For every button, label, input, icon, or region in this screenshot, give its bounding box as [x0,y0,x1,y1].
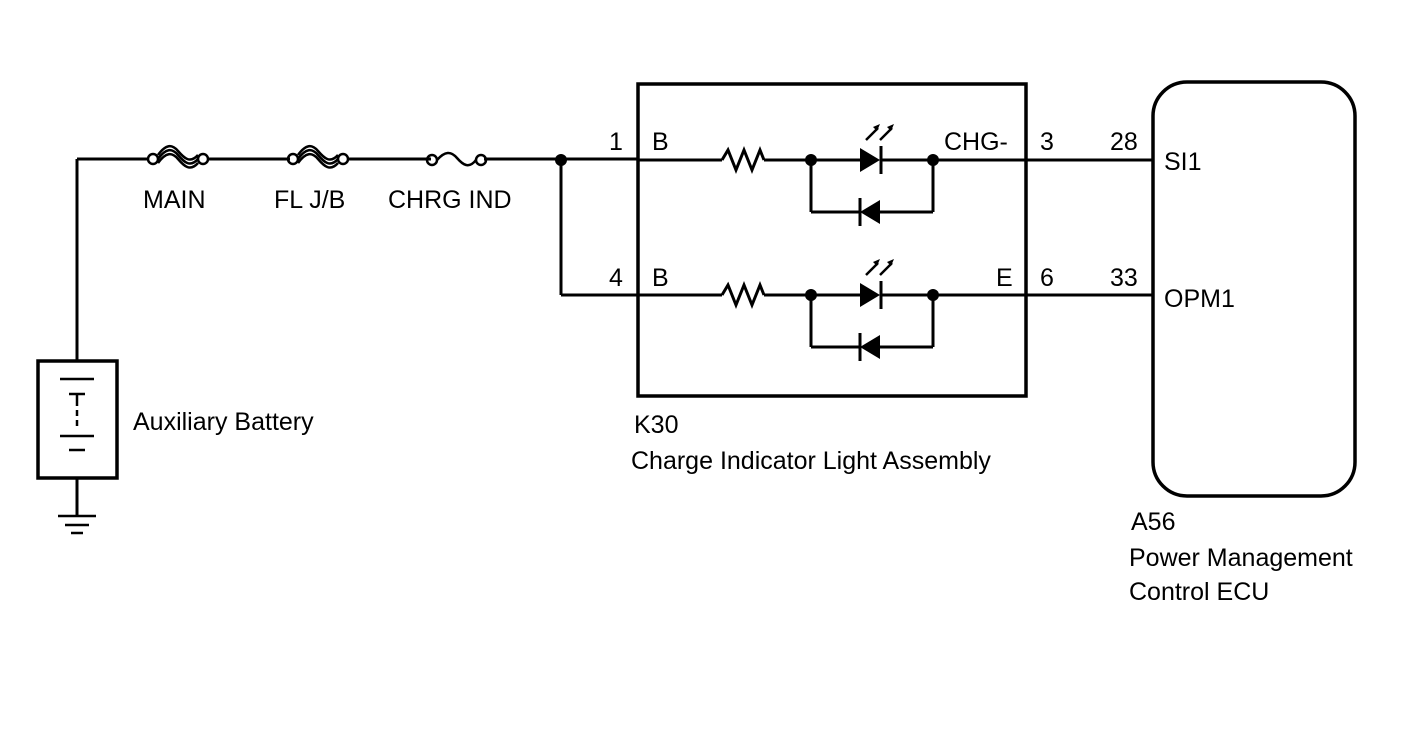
fuse-chrg-ind-label: CHRG IND [388,186,512,214]
ground-symbol [58,478,96,535]
ecu-name-line1: Power Management [1129,544,1353,572]
indicator-box [636,82,1028,398]
lower-led-circuit [638,259,1026,361]
pin-28-name: SI1 [1164,148,1202,176]
ecu-box [1151,80,1357,498]
pin-33-number: 33 [1110,264,1138,292]
pin-3-name: CHG- [944,128,1008,156]
pin-4-name: B [652,264,669,292]
upper-led-circuit [638,124,1026,226]
pin-3-number: 3 [1040,128,1054,156]
fuse-fl-jb-label: FL J/B [274,186,345,214]
pin-1-name: B [652,128,669,156]
power-feed-wire [75,154,638,361]
battery-label: Auxiliary Battery [133,408,314,436]
ecu-name-line2: Control ECU [1129,578,1269,606]
auxiliary-battery-symbol [36,359,119,480]
pin-28-number: 28 [1110,128,1138,156]
fuse-fl-jb-symbol [286,145,350,169]
pin-33-name: OPM1 [1164,285,1235,313]
fuse-main-label: MAIN [143,186,206,214]
indicator-name: Charge Indicator Light Assembly [631,447,991,475]
pin-1-number: 1 [609,128,623,156]
fuse-chrg-ind-symbol [425,151,488,167]
ecu-code: A56 [1131,508,1175,536]
pin-6-name: E [996,264,1013,292]
indicator-code: K30 [634,411,678,439]
pin-4-number: 4 [609,264,623,292]
fuse-main-symbol [146,145,210,169]
pin-6-number: 6 [1040,264,1054,292]
